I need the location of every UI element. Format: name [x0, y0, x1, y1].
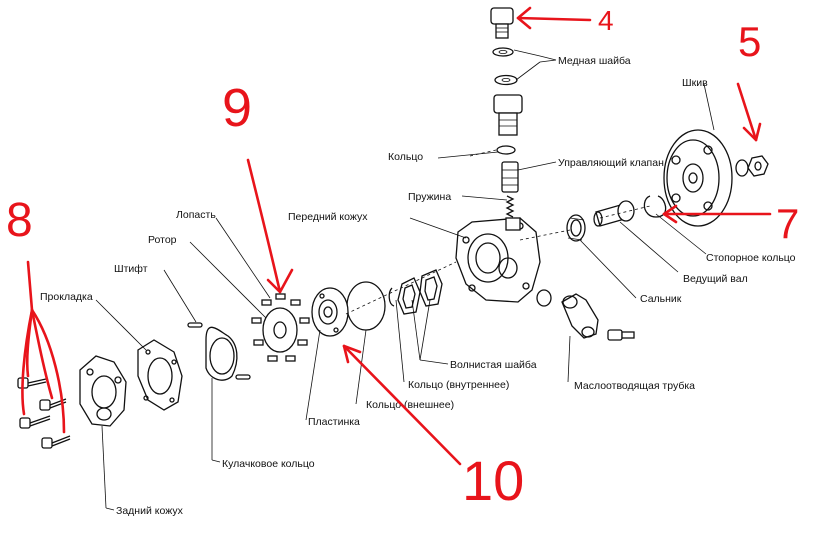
label-drive-shaft: Ведущий вал [683, 273, 748, 285]
leader-lines [95, 49, 715, 511]
label-inner-ring: Кольцо (внутреннее) [408, 379, 509, 391]
label-vane: Лопасть [176, 209, 216, 221]
annotation-number-5: 5 [738, 18, 761, 65]
label-snap-ring: Стопорное кольцо [706, 252, 796, 264]
annotation-number-4: 4 [598, 5, 614, 36]
label-ring: Кольцо [388, 151, 423, 163]
red-annotation-5: 5 [736, 18, 761, 142]
label-copper-washer: Медная шайба [558, 55, 631, 67]
o-ring-part [496, 145, 516, 155]
label-outer-ring: Кольцо (внешнее) [366, 399, 454, 411]
red-annotation-9: 9 [222, 78, 294, 294]
pulley-part [663, 129, 733, 227]
annotation-number-7: 7 [776, 200, 799, 247]
spring-part [505, 195, 515, 218]
pulley-washer-part [735, 159, 749, 177]
label-oil-seal: Сальник [640, 293, 682, 305]
small-o-ring-part [536, 289, 552, 307]
gasket-part [137, 339, 183, 411]
label-wave-washer: Волнистая шайба [450, 359, 537, 371]
inner-ring-part [388, 287, 395, 307]
wave-washer-part-2 [419, 269, 443, 307]
label-spring: Пружина [408, 191, 451, 203]
oil-seal-part [566, 214, 586, 242]
drive-shaft-part [593, 200, 635, 227]
annotation-number-10: 10 [462, 449, 524, 512]
annotation-number-9: 9 [222, 78, 252, 138]
front-housing-part [455, 217, 541, 303]
label-front-housing: Передний кожух [288, 211, 368, 223]
red-annotation-10: 10 [342, 344, 524, 512]
rotor-part [262, 307, 298, 353]
pin-part-1 [187, 322, 203, 328]
label-pulley: Шкив [682, 77, 708, 89]
label-rotor: Ротор [148, 234, 177, 246]
tube-bolt-part [607, 329, 635, 341]
label-rear-housing: Задний кожух [116, 505, 184, 517]
wave-washer-part-1 [397, 277, 421, 315]
rear-bolt-parts [17, 377, 71, 449]
annotation-number-8: 8 [6, 194, 33, 247]
snap-ring-part [643, 195, 667, 218]
label-pin: Штифт [114, 263, 148, 275]
pulley-nut-part [747, 155, 769, 177]
rear-housing-part [79, 355, 127, 427]
control-valve-fitting-part [493, 94, 523, 136]
label-plate: Пластинка [308, 416, 360, 428]
copper-washer-bottom [494, 74, 518, 86]
union-bolt-part [490, 7, 514, 39]
label-cam-ring: Кулачковое кольцо [222, 458, 315, 470]
red-annotation-4: 4 [516, 5, 614, 36]
label-gasket: Прокладка [40, 291, 93, 303]
vane-parts [251, 293, 310, 362]
label-oil-outlet-tube: Маслоотводящая трубка [574, 380, 695, 392]
red-annotation-7: 7 [662, 200, 799, 247]
plate-part [311, 287, 349, 337]
cam-ring-part [205, 326, 238, 381]
control-valve-part [501, 161, 519, 193]
label-control-valve: Управляющий клапан [558, 157, 664, 169]
red-annotation-8: 8 [6, 194, 66, 434]
pin-part-2 [235, 374, 251, 380]
outer-ring-part [346, 281, 386, 331]
oil-outlet-tube-part [561, 293, 599, 339]
copper-washer-top [492, 47, 514, 57]
